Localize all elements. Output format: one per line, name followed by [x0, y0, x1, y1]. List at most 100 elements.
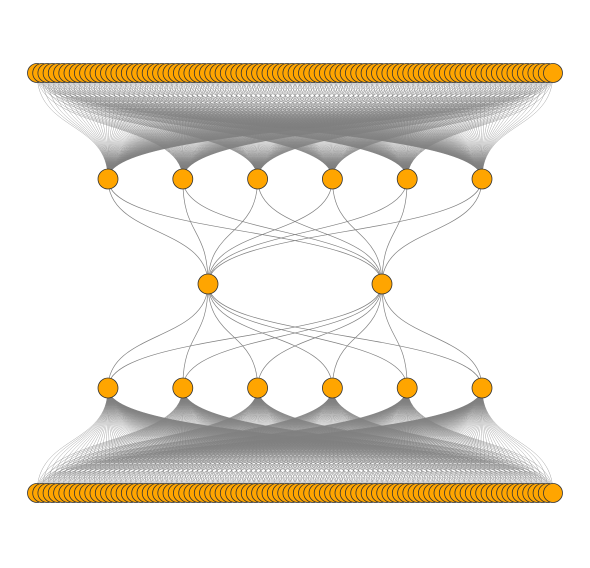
edge	[52, 72, 109, 180]
edge	[207, 178, 483, 285]
edge	[380, 387, 483, 494]
edge	[257, 72, 554, 180]
edges-group	[36, 72, 554, 494]
edge	[459, 387, 483, 494]
edge	[375, 387, 483, 494]
edge	[339, 387, 483, 494]
edges-bottleneck-to-bottom-hidden	[107, 283, 483, 389]
edge	[332, 387, 449, 494]
edge	[94, 72, 258, 180]
edge	[141, 72, 183, 180]
edge	[257, 178, 383, 285]
edge	[333, 387, 483, 494]
edge	[207, 283, 483, 389]
edge	[78, 387, 183, 494]
edge	[407, 72, 554, 180]
edge	[207, 283, 333, 389]
edge	[52, 387, 333, 494]
edge	[104, 387, 408, 494]
edge	[104, 72, 258, 180]
edge	[381, 283, 408, 389]
edge	[214, 387, 483, 494]
edge	[107, 387, 246, 494]
edge	[380, 72, 483, 180]
edge	[177, 72, 183, 180]
edge	[78, 72, 183, 180]
edge	[453, 72, 483, 180]
edge	[120, 72, 183, 180]
edge	[151, 72, 183, 180]
edge	[182, 283, 383, 389]
edge	[177, 387, 258, 494]
edge	[207, 178, 258, 285]
edge	[167, 72, 258, 180]
edge	[448, 72, 483, 180]
edge	[182, 72, 512, 180]
edge	[99, 72, 183, 180]
edge	[107, 72, 111, 180]
edge	[257, 283, 383, 389]
edge	[109, 72, 258, 180]
edge	[318, 387, 483, 494]
edge	[438, 72, 483, 180]
edge	[464, 387, 483, 494]
nodes-group	[27, 63, 563, 503]
edge	[370, 387, 408, 494]
edge	[68, 387, 109, 494]
edge	[36, 387, 483, 494]
edge	[375, 387, 408, 494]
edge	[68, 72, 109, 180]
edge	[234, 387, 483, 494]
edge	[479, 387, 483, 494]
edge	[381, 283, 483, 389]
edge	[182, 72, 538, 180]
edge	[453, 387, 483, 494]
edge	[391, 72, 483, 180]
edge	[73, 72, 258, 180]
bottom-hidden-node	[97, 377, 119, 399]
edge	[107, 178, 383, 285]
edge	[386, 387, 408, 494]
edge	[161, 72, 183, 180]
edge	[62, 72, 109, 180]
edges-top-outer-to-top-hidden	[36, 72, 554, 180]
bottleneck-node	[371, 273, 393, 295]
edge	[120, 387, 183, 494]
edge	[188, 387, 483, 494]
edge	[73, 72, 109, 180]
edge	[302, 387, 483, 494]
edge	[83, 72, 109, 180]
edge	[57, 387, 483, 494]
edge	[407, 387, 533, 494]
edge	[107, 72, 449, 180]
edge	[107, 72, 439, 180]
edge	[107, 72, 236, 180]
layer-bottom-hidden	[97, 377, 493, 399]
edge	[99, 387, 183, 494]
edge	[313, 387, 483, 494]
edge	[198, 387, 483, 494]
edge	[172, 387, 258, 494]
edge	[62, 387, 483, 494]
edge	[182, 72, 528, 180]
edge	[57, 387, 333, 494]
edge	[318, 387, 408, 494]
edge	[107, 387, 241, 494]
edge	[391, 387, 408, 494]
top-hidden-node	[321, 168, 343, 190]
edge	[182, 72, 554, 180]
edge	[407, 387, 554, 494]
edge	[332, 387, 460, 494]
edge	[36, 72, 183, 180]
edge	[381, 178, 483, 285]
edge	[88, 72, 183, 180]
edge	[107, 283, 383, 389]
edge	[391, 387, 483, 494]
top-hidden-node	[247, 168, 269, 190]
edges-bottom-hidden-to-bottom-outer	[36, 387, 554, 494]
edge	[417, 387, 483, 494]
edge	[386, 387, 483, 494]
edge	[83, 387, 333, 494]
edge	[292, 387, 483, 494]
edge	[177, 387, 483, 494]
